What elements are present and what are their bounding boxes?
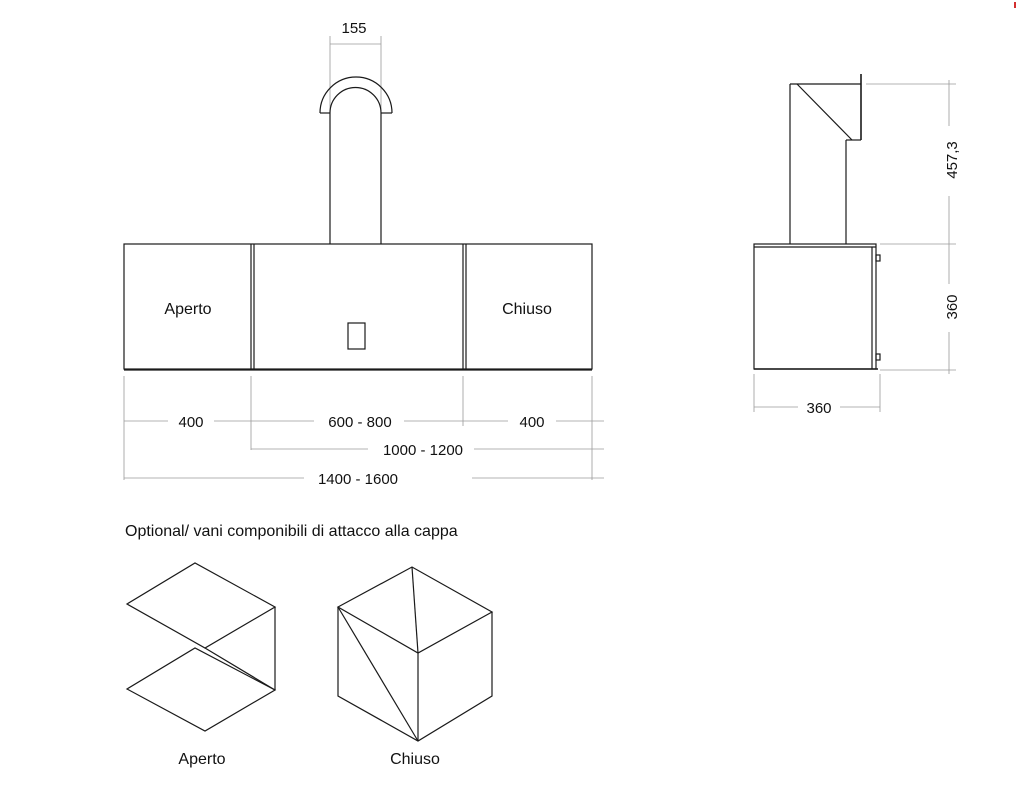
closed-module-label: Chiuso: [390, 751, 440, 768]
side-view: 457,3 360 360: [753, 74, 961, 417]
middle-total-dimension: 1000 - 1200: [251, 442, 604, 459]
front-view: 155 Aperto Chiuso: [123, 20, 604, 488]
front-duct: [319, 76, 393, 244]
dim-right: 400: [519, 414, 544, 431]
side-duct: [789, 74, 862, 244]
overall-dimension: 1400 - 1600: [124, 471, 604, 488]
body-height-label: 360: [944, 294, 961, 319]
duct-height-label: 457,3: [944, 141, 961, 179]
side-depth-dimension: 360: [753, 374, 881, 417]
right-module-label: Chiuso: [502, 301, 552, 318]
dim-left: 400: [178, 414, 203, 431]
closed-module-illustration: [336, 566, 494, 742]
open-module-illustration: [125, 562, 277, 732]
side-height-dimensions: 457,3 360: [866, 80, 961, 374]
module-dimensions: 400 600 - 800 400: [123, 376, 604, 480]
hood-body: [123, 243, 593, 371]
control-panel: [347, 322, 366, 350]
side-body: [753, 243, 881, 370]
left-module-label: Aperto: [164, 301, 211, 318]
dim-middle-total: 1000 - 1200: [383, 442, 463, 459]
duct-width-label: 155: [341, 20, 366, 37]
body-depth-label: 360: [806, 400, 831, 417]
dim-center: 600 - 800: [328, 414, 391, 431]
optional-caption: Optional/ vani componibili di attacco al…: [125, 523, 458, 540]
dim-overall: 1400 - 1600: [318, 471, 398, 488]
duct-width-dimension: 155: [329, 20, 382, 112]
open-module-label: Aperto: [178, 751, 225, 768]
